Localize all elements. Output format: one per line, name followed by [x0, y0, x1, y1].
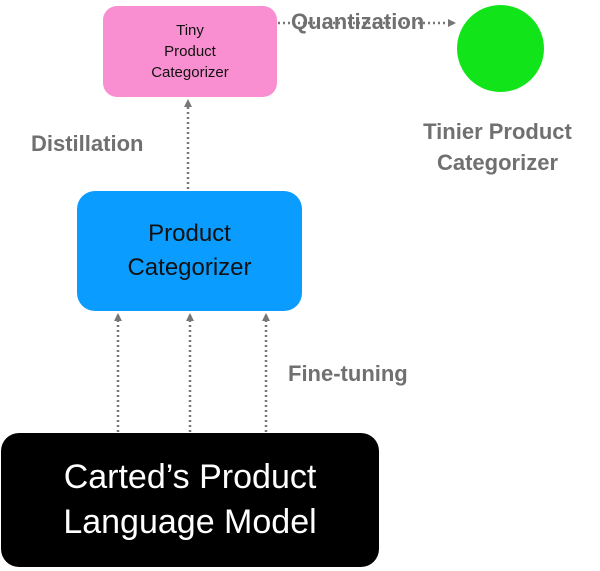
node-product-categorizer-label: Product Categorizer — [127, 220, 252, 281]
node-tiny-product-categorizer-label: Tiny Product Categorizer — [151, 22, 229, 81]
node-tiny-product-categorizer: Tiny Product Categorizer — [103, 6, 277, 97]
node-language-model-label: Carted’s Product Language Model — [63, 458, 317, 541]
node-tinier-product-categorizer — [457, 5, 544, 92]
edge-label-fine-tuning: Fine-tuning — [288, 361, 408, 386]
node-product-categorizer: Product Categorizer — [77, 191, 302, 311]
node-tinier-product-categorizer-label: Tinier Product Categorizer — [423, 119, 572, 175]
edge-label-distillation: Distillation — [31, 131, 144, 156]
node-language-model: Carted’s Product Language Model — [1, 433, 379, 567]
edge-label-quantization: Quantization — [291, 9, 425, 34]
